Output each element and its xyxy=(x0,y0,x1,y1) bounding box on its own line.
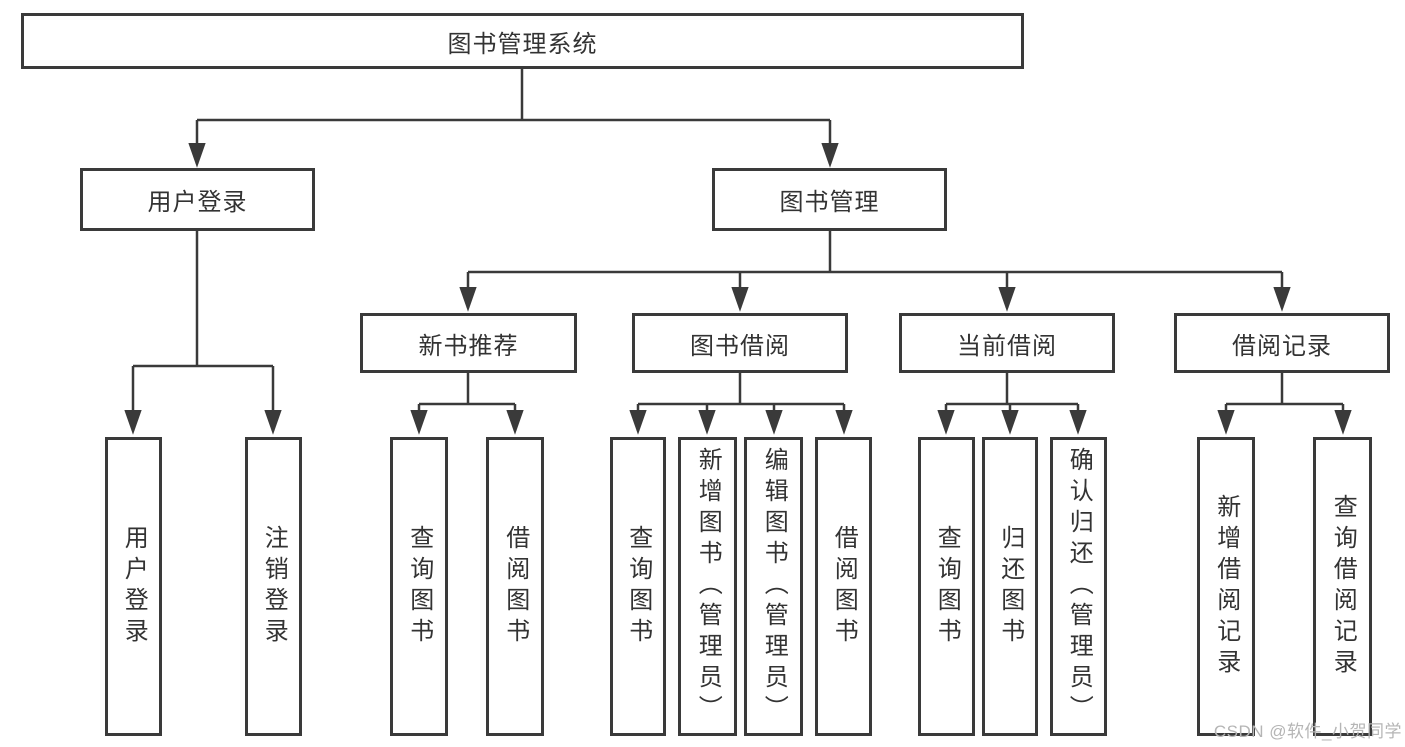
leaf-user-login: 用户登录 xyxy=(105,437,162,736)
leaf-query-books-2: 查询图书 xyxy=(610,437,666,736)
leaf-return-books-label: 归还图书 xyxy=(996,524,1024,649)
leaf-add-borrow-record-label: 新增借阅记录 xyxy=(1212,493,1240,680)
leaf-borrow-books-2-label: 借阅图书 xyxy=(830,524,858,649)
node-book-management-label: 图书管理 xyxy=(779,189,880,216)
leaf-query-books-2-label: 查询图书 xyxy=(624,524,652,649)
leaf-query-books-3: 查询图书 xyxy=(918,437,975,736)
leaf-confirm-return-admin-label: 确认归还（管理员） xyxy=(1065,447,1093,726)
leaf-query-books-1-label: 查询图书 xyxy=(405,524,433,649)
node-user-login-label: 用户登录 xyxy=(147,189,248,216)
node-new-book-recommend-label: 新书推荐 xyxy=(418,332,519,360)
leaf-query-borrow-record: 查询借阅记录 xyxy=(1313,437,1372,736)
leaf-confirm-return-admin: 确认归还（管理员） xyxy=(1050,437,1107,736)
leaf-query-books-3-label: 查询图书 xyxy=(933,524,961,649)
leaf-add-borrow-record: 新增借阅记录 xyxy=(1197,437,1255,736)
node-book-borrow: 图书借阅 xyxy=(632,313,848,373)
leaf-add-book-admin-label: 新增图书（管理员） xyxy=(694,447,722,726)
leaf-return-books: 归还图书 xyxy=(982,437,1038,736)
leaf-user-login-label: 用户登录 xyxy=(120,524,148,649)
leaf-logout: 注销登录 xyxy=(245,437,302,736)
leaf-logout-label: 注销登录 xyxy=(260,524,288,649)
node-book-management: 图书管理 xyxy=(712,168,947,231)
node-current-borrow: 当前借阅 xyxy=(899,313,1115,373)
node-borrow-records-label: 借阅记录 xyxy=(1232,332,1332,360)
node-root-label: 图书管理系统 xyxy=(447,30,598,58)
node-borrow-records: 借阅记录 xyxy=(1174,313,1390,373)
leaf-edit-book-admin-label: 编辑图书（管理员） xyxy=(760,447,788,726)
leaf-query-books-1: 查询图书 xyxy=(390,437,448,736)
leaf-query-borrow-record-label: 查询借阅记录 xyxy=(1329,493,1357,680)
node-root: 图书管理系统 xyxy=(21,13,1024,69)
leaf-borrow-books-1: 借阅图书 xyxy=(486,437,544,736)
leaf-edit-book-admin: 编辑图书（管理员） xyxy=(744,437,803,736)
leaf-borrow-books-1-label: 借阅图书 xyxy=(501,524,529,649)
leaf-borrow-books-2: 借阅图书 xyxy=(815,437,872,736)
node-current-borrow-label: 当前借阅 xyxy=(957,332,1057,360)
node-user-login: 用户登录 xyxy=(80,168,315,231)
leaf-add-book-admin: 新增图书（管理员） xyxy=(678,437,737,736)
branch-lines xyxy=(133,69,1343,406)
node-book-borrow-label: 图书借阅 xyxy=(690,332,790,360)
node-new-book-recommend: 新书推荐 xyxy=(360,313,577,373)
csdn-watermark: CSDN @软件_小贺同学 xyxy=(1213,722,1402,741)
